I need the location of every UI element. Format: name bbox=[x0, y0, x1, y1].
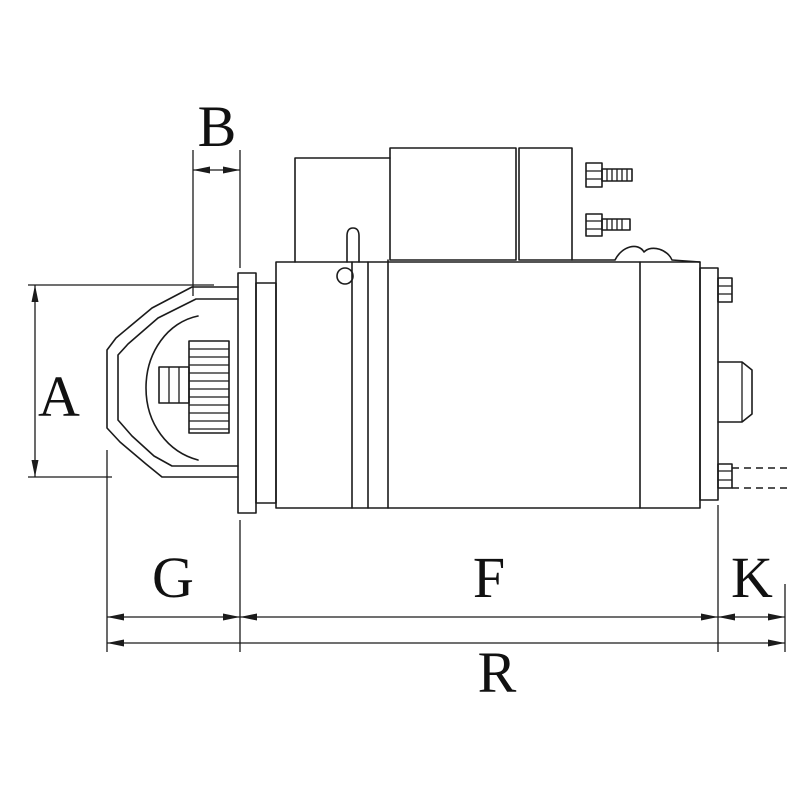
terminal-stud-bottom bbox=[601, 218, 631, 231]
terminal-nut-top bbox=[585, 162, 603, 188]
mounting-flange-step bbox=[255, 282, 277, 504]
rear-bolt-bottom bbox=[717, 463, 733, 489]
terminal-nut-bottom-lines bbox=[586, 220, 602, 230]
terminal-nut-top-lines bbox=[586, 170, 602, 180]
rear-boss bbox=[717, 361, 753, 423]
terminal-stud-bottom-threads bbox=[606, 219, 623, 230]
bracket-hole bbox=[336, 267, 354, 285]
drive-end-yoke-outer bbox=[106, 286, 239, 478]
label-A: A bbox=[38, 364, 80, 429]
motor-body bbox=[275, 261, 701, 509]
mounting-flange-plate bbox=[237, 272, 257, 514]
dim-B-extension-lines bbox=[192, 150, 241, 296]
solenoid-body bbox=[389, 147, 517, 261]
pinion-gear bbox=[188, 340, 230, 434]
body-section-lines bbox=[351, 259, 641, 509]
rear-bolt-top-lines bbox=[718, 285, 732, 295]
pinion-shaft-splines bbox=[168, 367, 180, 403]
drive-end-yoke-inner bbox=[117, 298, 239, 467]
pinion-gear-teeth bbox=[189, 348, 229, 430]
terminal-stud-top-threads bbox=[606, 169, 628, 181]
motor-drawing bbox=[106, 147, 788, 514]
label-K: K bbox=[731, 545, 773, 610]
terminal-nut-bottom bbox=[585, 213, 603, 237]
label-B: B bbox=[198, 94, 237, 159]
yoke-aperture bbox=[145, 315, 199, 461]
rear-bracket-lip bbox=[571, 245, 701, 263]
dim-bottom-extension-lines bbox=[106, 450, 786, 652]
dimension-labels: B A G F K R bbox=[38, 94, 773, 705]
pinion-shaft bbox=[158, 366, 190, 404]
dim-A-extension-lines bbox=[28, 284, 214, 478]
end-cap bbox=[699, 267, 719, 501]
rear-bolt-bottom-lines bbox=[718, 470, 732, 481]
rear-bolt-top bbox=[717, 277, 733, 303]
terminal-studs bbox=[585, 162, 633, 237]
bracket-slot bbox=[346, 227, 360, 263]
label-G: G bbox=[152, 545, 194, 610]
solenoid-cap bbox=[518, 147, 573, 261]
front-bracket-riser bbox=[294, 157, 391, 263]
hidden-lines bbox=[732, 467, 788, 489]
label-F: F bbox=[473, 545, 505, 610]
dimensions bbox=[28, 150, 786, 652]
label-R: R bbox=[478, 640, 517, 705]
